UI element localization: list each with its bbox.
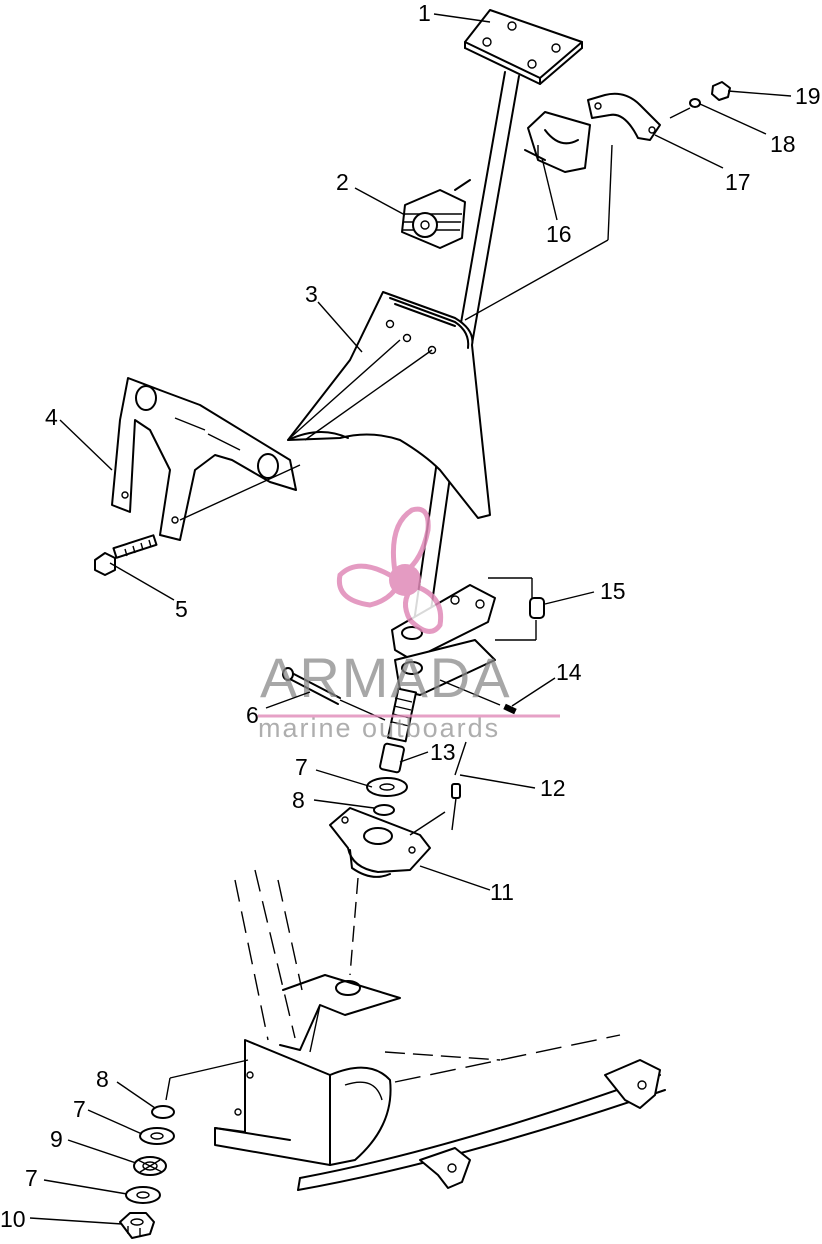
- callout-10: 10: [0, 1206, 26, 1232]
- callout-9: 9: [50, 1126, 63, 1152]
- part-7-washer-lower-1: [139, 1127, 175, 1145]
- part-8-oring-upper: [373, 804, 395, 816]
- watermark-brand: ARMADA: [260, 646, 512, 709]
- callout-8-lower: 8: [96, 1066, 109, 1092]
- callout-8-upper: 8: [292, 787, 305, 813]
- watermark-tagline: marine outboards: [258, 713, 500, 743]
- callout-7-lower-2: 7: [25, 1165, 38, 1191]
- part-19-nut: [711, 81, 731, 101]
- lower-hull-frame: [165, 869, 666, 1191]
- callout-14: 14: [556, 659, 582, 685]
- part-14-screw: [503, 703, 517, 715]
- callout-16: 16: [546, 221, 572, 247]
- callout-11: 11: [490, 879, 514, 905]
- callout-17: 17: [725, 169, 751, 195]
- leader-lines: [29, 13, 792, 1225]
- callout-12: 12: [540, 775, 566, 801]
- part-8-oring-lower: [151, 1105, 175, 1119]
- part-7-washer-lower-2: [125, 1186, 161, 1204]
- part-2-bushing: [401, 179, 471, 249]
- callout-7-upper: 7: [295, 754, 308, 780]
- part-10-castle-nut: [119, 1212, 155, 1239]
- part-1-top-plate: [464, 9, 583, 85]
- callout-15: 15: [600, 578, 626, 604]
- part-5-bolt: [94, 534, 158, 576]
- callout-4: 4: [45, 404, 58, 430]
- console-bracket: [287, 291, 491, 519]
- callout-6: 6: [246, 702, 259, 728]
- part-16-clamp-half: [524, 111, 591, 173]
- part-7-washer-upper: [366, 777, 408, 797]
- callout-3: 3: [305, 281, 318, 307]
- part-12-pin: [451, 741, 467, 831]
- armada-logo-icon: [336, 506, 444, 634]
- part-6-long-bolt: [282, 667, 386, 721]
- part-15-mount-plate: [391, 577, 545, 706]
- callout-18: 18: [770, 131, 796, 157]
- callout-5: 5: [175, 596, 188, 622]
- callout-1: 1: [418, 0, 431, 26]
- callout-13: 13: [430, 739, 456, 765]
- callout-19: 19: [795, 83, 821, 109]
- part-4-support-bracket: [111, 377, 301, 541]
- part-18-washer: [689, 98, 701, 108]
- callout-2: 2: [336, 169, 349, 195]
- part-9-lock-washer: [133, 1156, 167, 1176]
- part-17-u-clamp: [587, 92, 691, 141]
- part-11-base-block: [329, 807, 446, 878]
- callout-7-lower-1: 7: [73, 1096, 86, 1122]
